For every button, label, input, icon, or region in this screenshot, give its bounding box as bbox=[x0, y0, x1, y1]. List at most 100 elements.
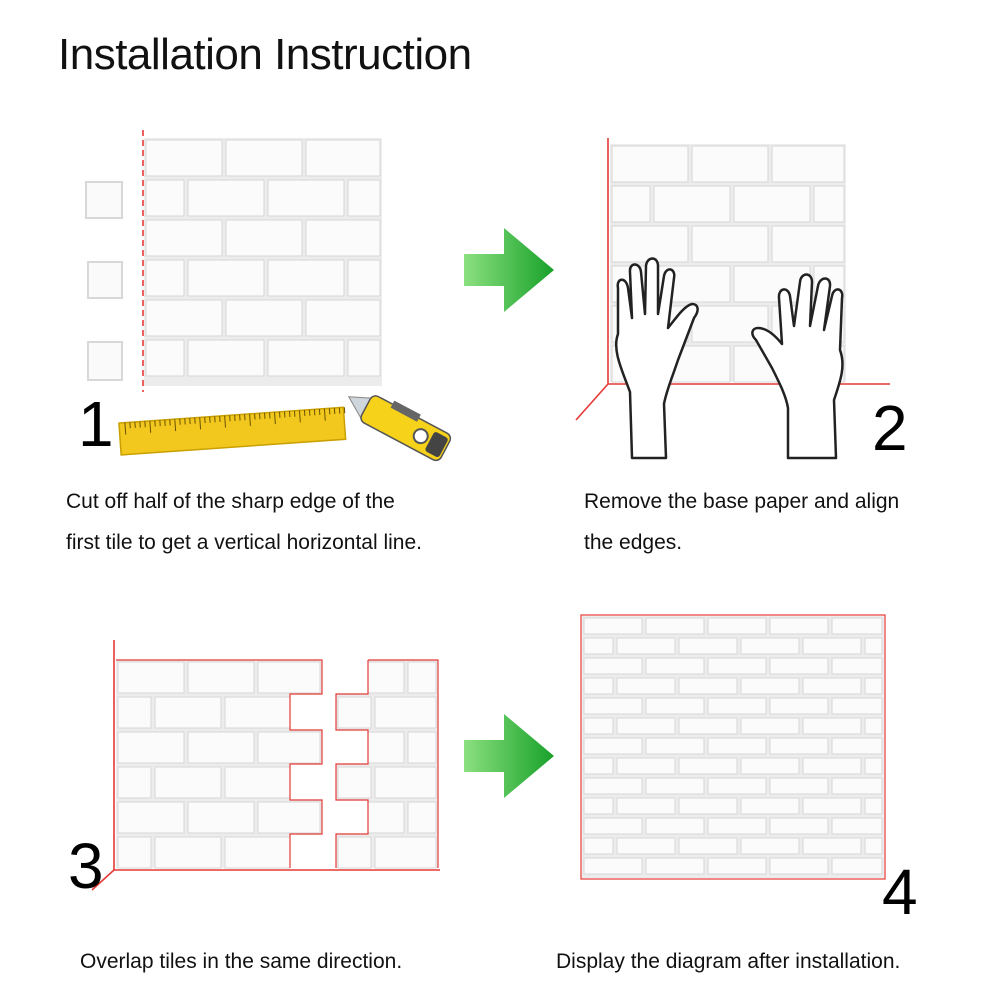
tile-brick bbox=[802, 797, 862, 815]
page-title: Installation Instruction bbox=[58, 30, 472, 79]
tile-brick bbox=[583, 717, 614, 735]
tile-brick bbox=[645, 697, 705, 715]
tile-brick bbox=[611, 185, 651, 223]
step-number: 3 bbox=[68, 830, 104, 902]
tile-brick bbox=[117, 836, 152, 869]
tile-brick bbox=[337, 766, 372, 799]
tile-brick bbox=[583, 697, 643, 715]
tile-brick bbox=[267, 259, 345, 297]
tile-brick bbox=[864, 757, 883, 775]
tile-brick bbox=[831, 697, 883, 715]
tile-panel-left bbox=[116, 660, 326, 870]
tile-brick bbox=[337, 696, 372, 729]
tile-brick bbox=[187, 259, 265, 297]
step-number: 1 bbox=[78, 388, 114, 460]
arrow-right-icon bbox=[464, 714, 554, 798]
tile-brick bbox=[831, 777, 883, 795]
tile-brick bbox=[831, 737, 883, 755]
tile-brick bbox=[305, 139, 381, 177]
tile-brick bbox=[267, 339, 345, 377]
step-caption: Cut off half of the sharp edge of the fi… bbox=[66, 481, 422, 563]
tile-brick bbox=[645, 657, 705, 675]
tile-brick bbox=[707, 857, 767, 875]
step-caption-line: first tile to get a vertical horizontal … bbox=[66, 531, 422, 554]
tile-brick bbox=[224, 696, 292, 729]
tile-brick bbox=[583, 837, 614, 855]
tile-panel-right bbox=[336, 660, 438, 869]
tile-brick bbox=[645, 777, 705, 795]
tile-brick bbox=[864, 797, 883, 815]
tile-brick bbox=[707, 737, 767, 755]
tile-brick bbox=[154, 696, 222, 729]
tile-brick bbox=[145, 259, 185, 297]
tile-brick bbox=[802, 837, 862, 855]
tile-brick bbox=[117, 696, 152, 729]
tile-brick bbox=[740, 837, 800, 855]
tile-brick bbox=[374, 766, 437, 799]
tile-brick bbox=[707, 697, 767, 715]
tile-brick bbox=[831, 857, 883, 875]
tile-brick bbox=[864, 837, 883, 855]
tile-brick bbox=[645, 817, 705, 835]
tile-brick bbox=[864, 717, 883, 735]
tile-brick bbox=[187, 179, 265, 217]
tile-brick bbox=[407, 801, 437, 834]
step-caption: Overlap tiles in the same direction. bbox=[80, 941, 402, 982]
arrow-right-icon bbox=[464, 228, 554, 312]
tile-brick bbox=[187, 661, 255, 694]
tile-brick bbox=[831, 657, 883, 675]
tile-brick bbox=[802, 757, 862, 775]
tile-brick bbox=[831, 817, 883, 835]
tile-brick bbox=[117, 766, 152, 799]
tile-brick bbox=[616, 717, 676, 735]
tile-brick bbox=[769, 817, 829, 835]
tile-brick bbox=[769, 777, 829, 795]
tile-brick bbox=[374, 836, 437, 869]
tile-brick bbox=[678, 717, 738, 735]
step-number: 4 bbox=[882, 856, 918, 928]
tile-brick bbox=[225, 219, 303, 257]
tile-brick bbox=[347, 259, 381, 297]
tile-brick bbox=[225, 139, 303, 177]
tile-brick bbox=[769, 697, 829, 715]
tile-brick bbox=[305, 219, 381, 257]
tile-brick bbox=[347, 339, 381, 377]
tile-brick bbox=[740, 797, 800, 815]
tile-brick bbox=[117, 801, 185, 834]
tile-brick bbox=[678, 637, 738, 655]
tile-brick bbox=[707, 657, 767, 675]
hand-icon bbox=[751, 273, 844, 460]
tile-brick bbox=[154, 766, 222, 799]
tile-brick bbox=[583, 757, 614, 775]
tile-brick bbox=[616, 637, 676, 655]
tile-brick bbox=[407, 731, 437, 764]
tile-brick bbox=[769, 737, 829, 755]
step-caption-line: the edges. bbox=[584, 531, 683, 554]
tile-brick bbox=[802, 677, 862, 695]
tile-brick bbox=[187, 339, 265, 377]
tile-brick bbox=[583, 737, 643, 755]
tile-brick bbox=[407, 661, 437, 694]
tile-brick bbox=[583, 637, 614, 655]
tile-brick bbox=[645, 737, 705, 755]
step2-illustration bbox=[575, 138, 890, 460]
tile-brick bbox=[583, 857, 643, 875]
tile-brick bbox=[802, 717, 862, 735]
tile-brick bbox=[583, 677, 614, 695]
tile-brick bbox=[707, 817, 767, 835]
tile-brick bbox=[691, 225, 769, 263]
tile-brick bbox=[145, 219, 223, 257]
tile-brick bbox=[145, 299, 223, 337]
tile-brick bbox=[802, 637, 862, 655]
tile-brick bbox=[864, 637, 883, 655]
tile-brick bbox=[224, 766, 292, 799]
tile-brick bbox=[740, 677, 800, 695]
tile-brick bbox=[187, 731, 255, 764]
hand-icon bbox=[614, 257, 699, 460]
tile-brick bbox=[769, 617, 829, 635]
tile-brick bbox=[224, 836, 292, 869]
tile-brick bbox=[740, 637, 800, 655]
tile-brick bbox=[645, 617, 705, 635]
tile-brick bbox=[864, 677, 883, 695]
tile-brick bbox=[337, 836, 372, 869]
